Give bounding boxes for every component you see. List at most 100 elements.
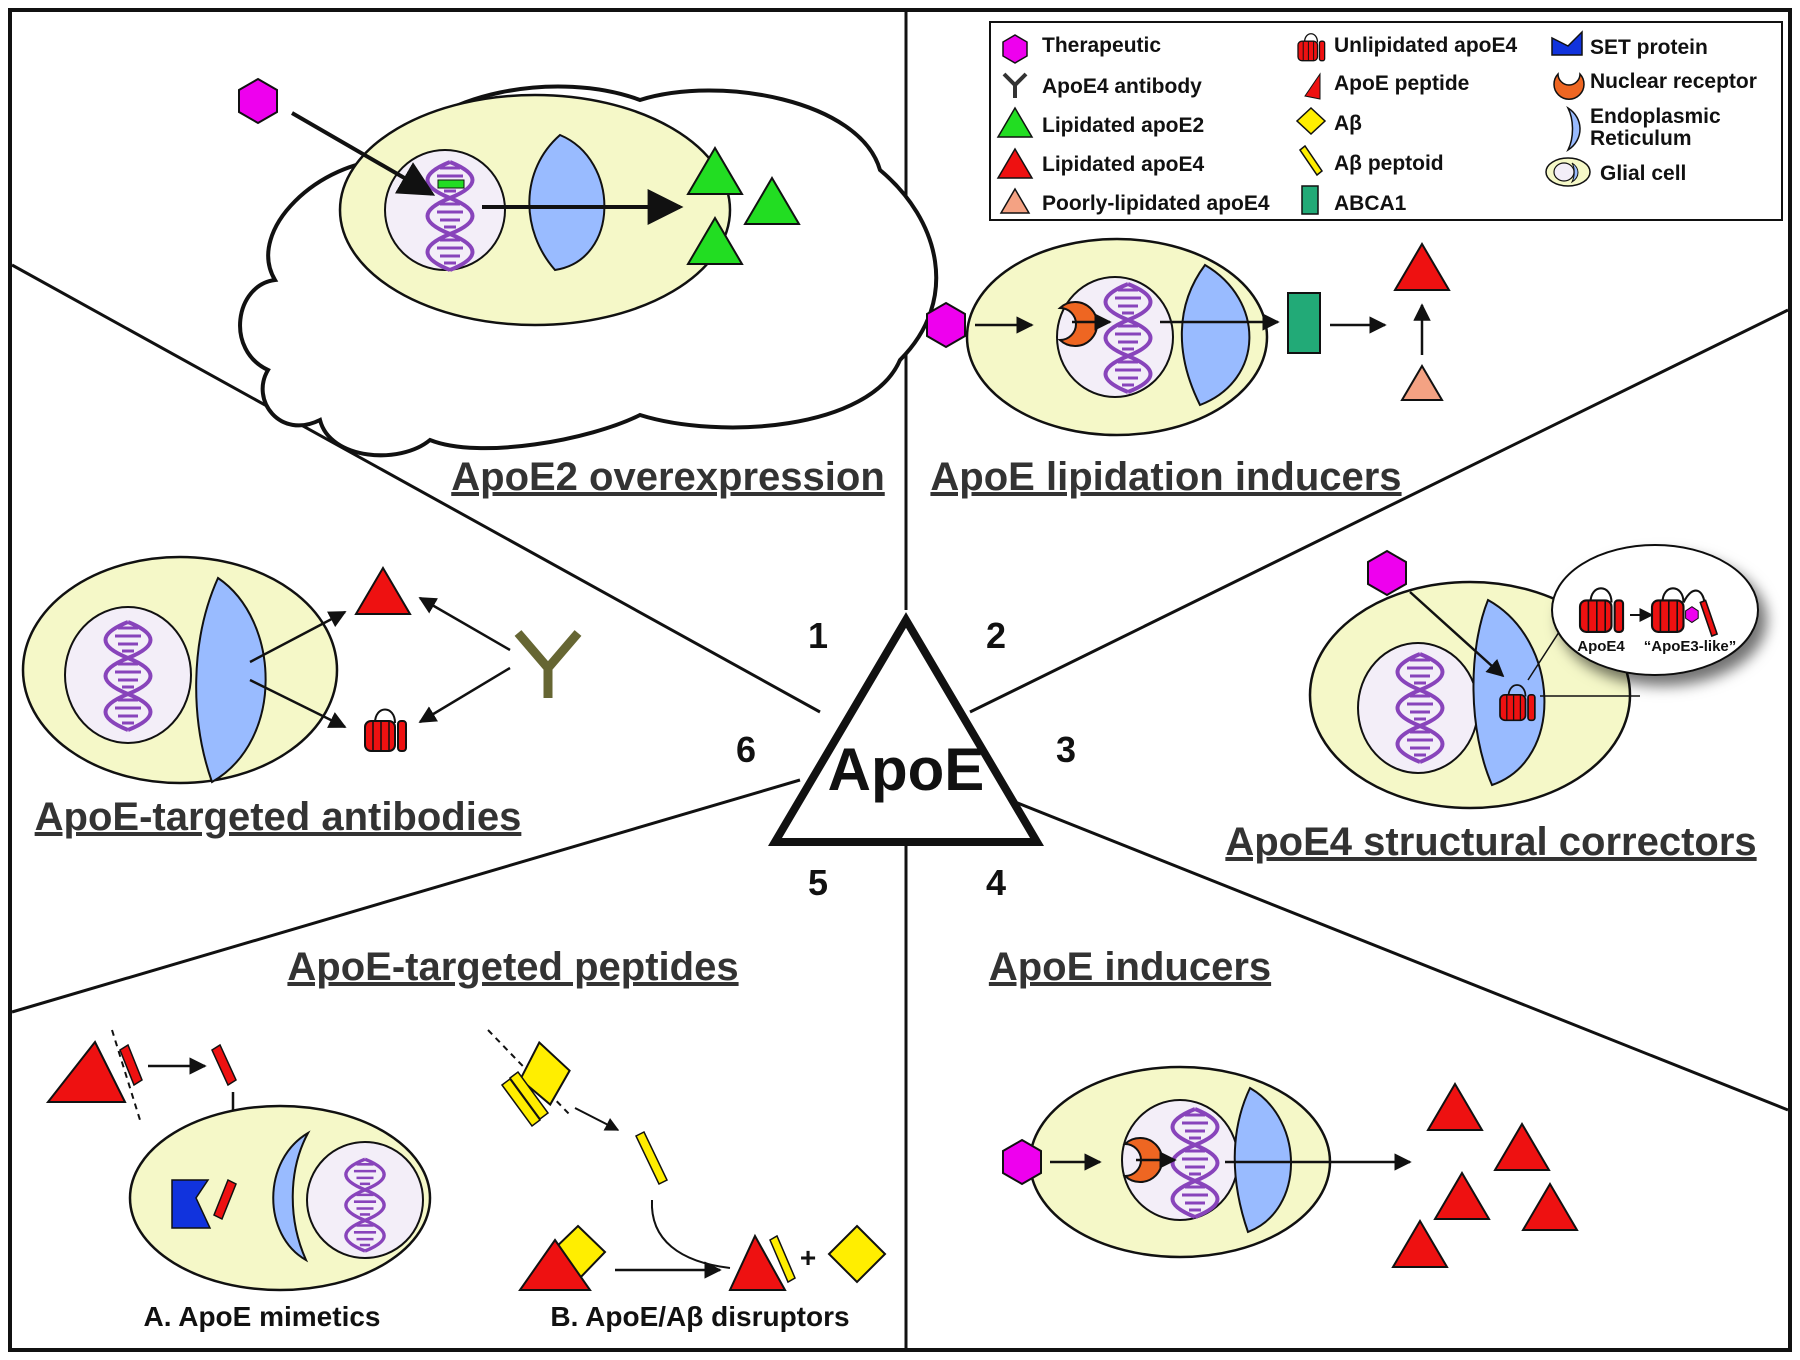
legend-label: SET protein [1590,36,1708,59]
glial-cell [338,93,732,327]
title-lipidation-inducers: ApoE lipidation inducers [930,455,1401,499]
legend-item-therapeutic: Therapeutic [1002,34,1161,64]
apoe4-antibody-icon [514,630,582,698]
abeta-peptoid-icon [635,1130,668,1186]
hexagon-icon [1002,34,1028,64]
plus-sign: + [800,1242,816,1273]
abeta-diamond-icon [519,1040,571,1107]
legend-label: ApoE peptide [1334,72,1469,95]
glial-cell [1308,580,1632,810]
triangle-icon [996,147,1034,179]
therapeutic-hexagon-icon [1002,1139,1042,1185]
inset-label-apoe4: ApoE4 [1577,638,1625,655]
center-triangle: ApoE [767,612,1045,846]
apoe-triangle-icon [728,1233,787,1291]
legend-item-nuclear-receptor: Nuclear receptor [1553,70,1757,100]
glial-cell-icon [1545,157,1591,187]
er-shape [272,1130,311,1263]
legend: Therapeutic ApoE4 antibody Lipidated apo… [989,21,1783,221]
triangle-icon [999,187,1031,214]
legend-label: Nuclear receptor [1590,70,1757,93]
legend-label: Poorly-lipidated apoE4 [1042,192,1270,215]
therapeutic-hexagon-icon [926,302,966,348]
apoe-peptide-icon [211,1043,237,1087]
legend-item-glial-cell: Glial cell [1545,157,1686,187]
er-icon [1566,105,1581,153]
sector-dividers [11,12,1789,1348]
caption-apoe-abeta-disruptors: B. ApoE/Aβ disruptors [550,1301,849,1332]
sector-number-3: 3 [1056,729,1076,770]
peptide-icon [1304,72,1321,100]
legend-label-line2: Reticulum [1590,127,1692,150]
er-shape [1233,1086,1292,1234]
title-apoe-inducers: ApoE inducers [989,945,1271,989]
title-apoe2-overexpression: ApoE2 overexpression [451,455,885,499]
abca1-transporter [1287,292,1321,354]
center-label: ApoE [828,736,985,803]
legend-label: ApoE4 antibody [1042,75,1202,98]
apoe-peptide-icon [119,1043,143,1087]
sector-6-targeted-antibodies [21,555,582,785]
legend-label: Glial cell [1600,162,1686,185]
inset-label-apoe3-like: “ApoE3-like” [1644,638,1737,655]
disruptors-panel: + B. ApoE/Aβ disruptors [487,1029,887,1332]
abeta-diamond-icon [827,1224,887,1284]
sector-number-1: 1 [808,615,828,656]
apoe-triangle-icon [518,1238,592,1291]
legend-item-unlipidated-apoe4: Unlipidated apoE4 [1297,33,1518,62]
title-targeted-peptides: ApoE-targeted peptides [287,945,738,989]
glial-cell [21,555,339,785]
legend-item-abeta: Aβ [1295,106,1362,136]
glial-cell [1028,1065,1332,1259]
abeta-peptoid-icon [508,1070,550,1121]
peptoid-icon [1298,144,1324,177]
legend-label: Aβ peptoid [1334,152,1444,175]
therapeutic-hexagon-icon [238,78,278,124]
nuclear-receptor-icon [1057,301,1099,347]
glial-cell [128,1104,432,1292]
set-protein-icon [171,1179,212,1229]
y-antibody-icon [1002,72,1028,98]
crescent-icon [1553,72,1585,100]
zoom-inset: ApoE4 “ApoE3-like” [1551,544,1759,676]
sector-number-4: 4 [986,862,1006,903]
legend-item-lipidated-apoe2: Lipidated apoE2 [996,106,1204,138]
set-protein-icon [1551,30,1583,56]
legend-item-apoe4-antibody: ApoE4 antibody [1002,72,1202,98]
sector-1-apoe2-overexpression [238,78,939,458]
mimetics-panel: A. ApoE mimetics [45,1029,432,1332]
triangle-icon [996,106,1034,138]
caption-apoe-mimetics: A. ApoE mimetics [143,1301,380,1332]
title-targeted-antibodies: ApoE-targeted antibodies [35,795,522,839]
glial-cell [965,237,1269,437]
legend-item-set-protein: SET protein [1551,30,1708,59]
apoe3-like-structure-icon [1650,587,1719,638]
sector-number-5: 5 [808,862,828,903]
legend-item-abca1: ABCA1 [1301,185,1407,215]
apoe-triangle-icon [45,1040,127,1103]
sector-5-targeted-peptides: A. ApoE mimetics + B. ApoE/Aβ disruptors [45,1029,887,1332]
rectangle-icon [1301,185,1319,215]
sector-4-apoe-inducers [1002,1065,1578,1268]
poorly-lipidated-apoe4-icon [1400,364,1444,401]
legend-item-apoe-peptide: ApoE peptide [1304,72,1469,100]
legend-box [989,21,1783,221]
legend-label: ABCA1 [1334,192,1407,215]
legend-item-abeta-peptoid: Aβ peptoid [1298,144,1444,177]
abeta-peptoid-icon [500,1077,542,1128]
diamond-icon [1295,106,1327,136]
title-structural-correctors: ApoE4 structural correctors [1225,820,1756,864]
legend-label: Lipidated apoE2 [1042,114,1204,137]
apoe-peptide-icon [213,1178,237,1221]
sector-2-lipidation-inducers [926,237,1450,437]
sector-number-2: 2 [986,615,1006,656]
sector-number-6: 6 [736,729,756,770]
therapeutic-hexagon-icon [1367,550,1407,596]
gene-insert [437,179,465,189]
legend-label: Endoplasmic [1590,105,1721,128]
legend-label: Unlipidated apoE4 [1334,34,1518,57]
legend-item-poorly-lipidated-apoe4: Poorly-lipidated apoE4 [999,187,1270,215]
legend-item-endoplasmic-reticulum: Endoplasmic Reticulum [1566,105,1721,153]
legend-label: Lipidated apoE4 [1042,153,1205,176]
